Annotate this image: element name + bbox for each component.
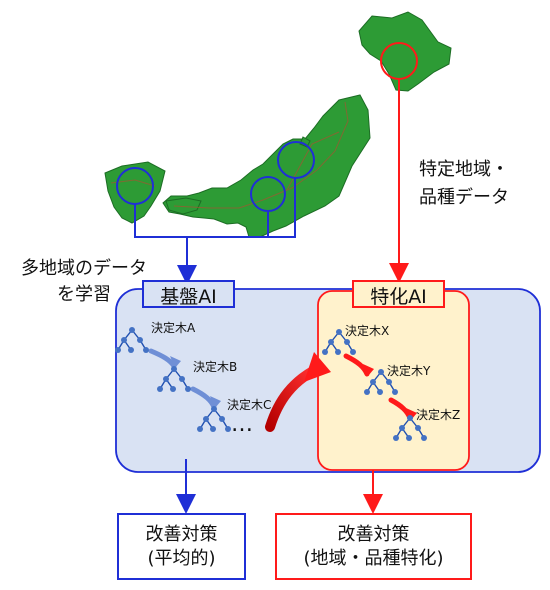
multi-region-learning-label: 多地域のデータ を学習 xyxy=(4,256,164,308)
tree-y-icon xyxy=(364,369,398,395)
base-ai-title: 基盤AI xyxy=(142,280,235,308)
tree-x-icon xyxy=(322,329,356,355)
tree-x-label: 決定木X xyxy=(345,324,390,338)
tree-c-icon xyxy=(197,406,231,432)
tree-z-icon xyxy=(393,415,427,441)
tree-b-icon xyxy=(157,366,191,392)
base-ai-ellipsis: … xyxy=(231,412,255,437)
specific-region-data-line-1: 特定地域・ xyxy=(419,159,509,180)
specialized-improvement-subtitle: (地域・品種特化) xyxy=(303,548,444,569)
multi-region-connector xyxy=(134,178,296,238)
base-ai-to-special-ai-arrow xyxy=(265,352,331,432)
specific-region-data-line-2: 品種データ xyxy=(419,187,509,208)
specific-region-data-label: 特定地域・ 品種データ xyxy=(404,156,524,212)
tree-b-label: 決定木B xyxy=(193,360,238,374)
average-improvement-box: 改善対策 (平均的) xyxy=(117,513,246,580)
tree-a-icon xyxy=(115,327,149,353)
base-ai-transfer-arrows xyxy=(148,348,221,410)
specialized-improvement-title: 改善対策 xyxy=(337,524,410,545)
specialized-improvement-box: 改善対策 (地域・品種特化) xyxy=(275,513,472,580)
tree-c-label: 決定木C xyxy=(227,398,272,412)
special-ai-panel xyxy=(317,290,470,471)
multi-region-learning-line-1: 多地域のデータ xyxy=(21,258,147,279)
average-improvement-title: 改善対策 xyxy=(145,524,218,545)
average-improvement-subtitle: (平均的) xyxy=(147,548,216,569)
tree-y-label: 決定木Y xyxy=(387,364,431,378)
special-ai-title: 特化AI xyxy=(352,280,445,308)
multi-region-learning-line-2: を学習 xyxy=(57,284,111,305)
tree-z-label: 決定木Z xyxy=(416,408,461,422)
tree-a-label: 決定木A xyxy=(151,321,196,335)
